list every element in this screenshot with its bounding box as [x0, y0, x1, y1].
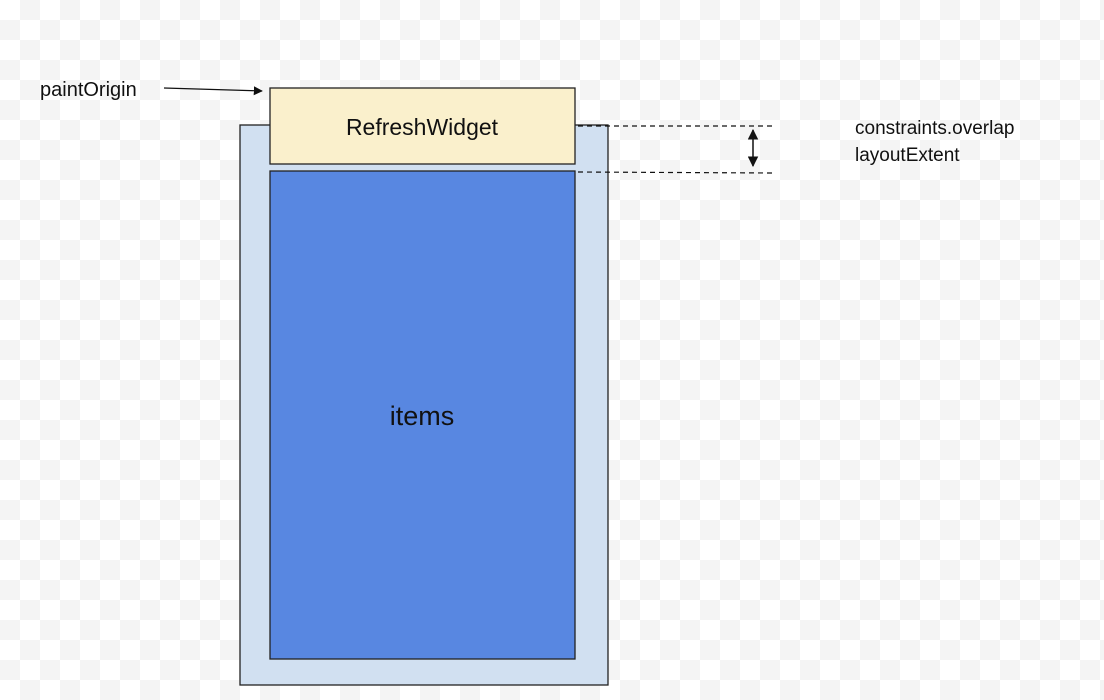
- paint-origin-arrow: [163, 86, 263, 96]
- paint-origin-label: paintOrigin: [40, 79, 137, 101]
- refresh-widget-label: RefreshWidget: [346, 114, 499, 140]
- constraints-overlap-label: constraints.overlap: [855, 118, 1014, 139]
- layout-extent-label: layoutExtent: [855, 145, 960, 166]
- refresh-widget-box: [269, 87, 576, 165]
- items-label: items: [390, 401, 455, 431]
- items-box: [269, 170, 576, 660]
